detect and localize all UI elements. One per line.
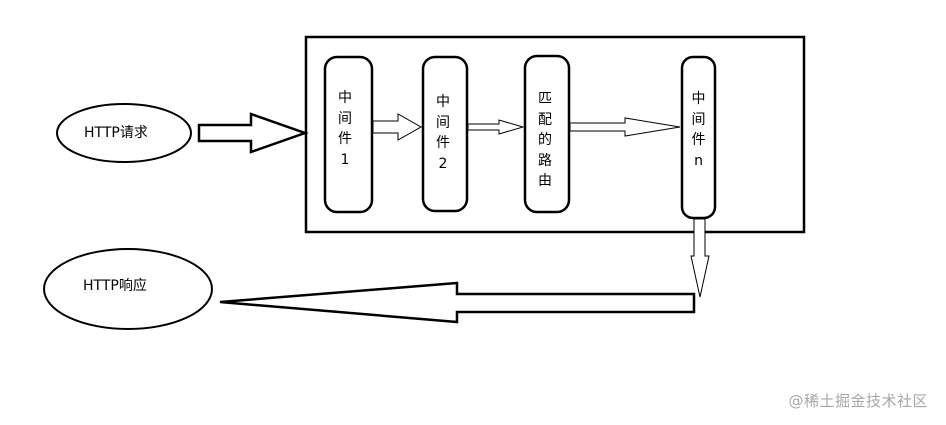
watermark: @稀土掘金技术社区 (788, 392, 928, 410)
middleware-2-label: 中 间 件 2 (436, 94, 450, 172)
middleware-n-label: 中 间 件 n (691, 91, 706, 169)
middleware-n-box (680, 55, 717, 220)
middleware-container (304, 35, 806, 234)
request-ellipse (56, 103, 192, 163)
middleware-2-box (421, 55, 469, 213)
middleware-1-box (323, 55, 374, 214)
matched-route-label: 匹 配 的 路 由 (538, 91, 552, 189)
arrow-mw2-to-route (467, 119, 525, 135)
middleware-1-label: 中 间 件 1 (338, 90, 352, 168)
arrow-route-to-mwn (569, 117, 681, 137)
response-ellipse (43, 248, 213, 330)
response-arrow (219, 281, 696, 324)
arrow-mwn-down (690, 218, 710, 298)
request-label: HTTP请求 (84, 125, 148, 141)
arrow-mw1-to-mw2 (372, 113, 423, 141)
matched-route-box (523, 54, 571, 214)
request-arrow (197, 112, 309, 154)
response-label: HTTP响应 (83, 278, 147, 294)
